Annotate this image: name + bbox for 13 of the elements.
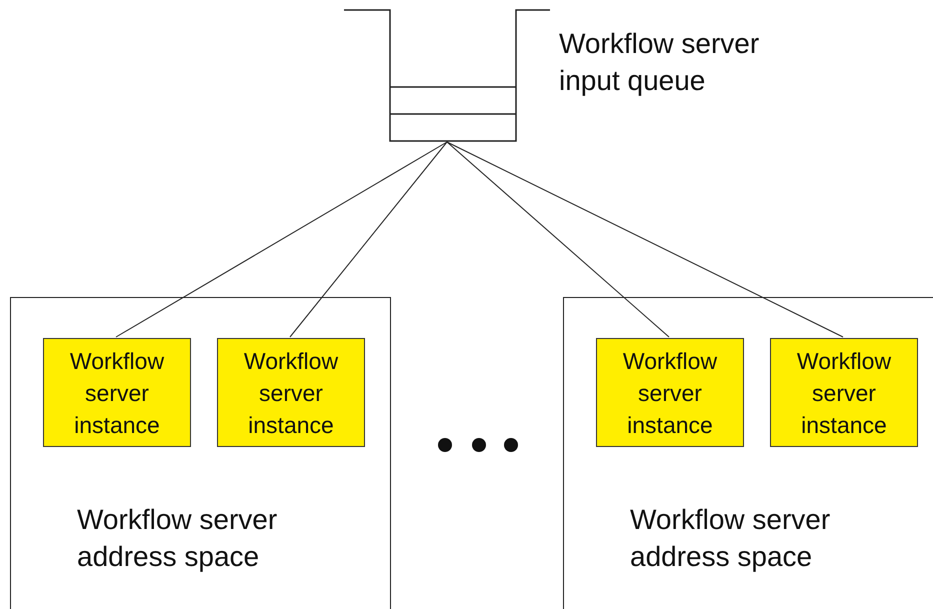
instance-box: Workflow server instance xyxy=(43,338,191,447)
queue-label: Workflow server input queue xyxy=(559,27,760,98)
connector-line xyxy=(290,142,448,338)
instance-box: Workflow server instance xyxy=(596,338,744,447)
instance-box: Workflow server instance xyxy=(770,338,918,447)
address-space-label: Workflow server address space xyxy=(630,503,832,574)
connector-line xyxy=(446,142,670,338)
address-space-label: Workflow server address space xyxy=(77,503,278,574)
instance-box: Workflow server instance xyxy=(217,338,365,447)
address-space-panel xyxy=(563,297,933,609)
address-space-panel xyxy=(10,297,391,609)
connector-line xyxy=(116,142,448,338)
connector-line xyxy=(446,142,844,338)
